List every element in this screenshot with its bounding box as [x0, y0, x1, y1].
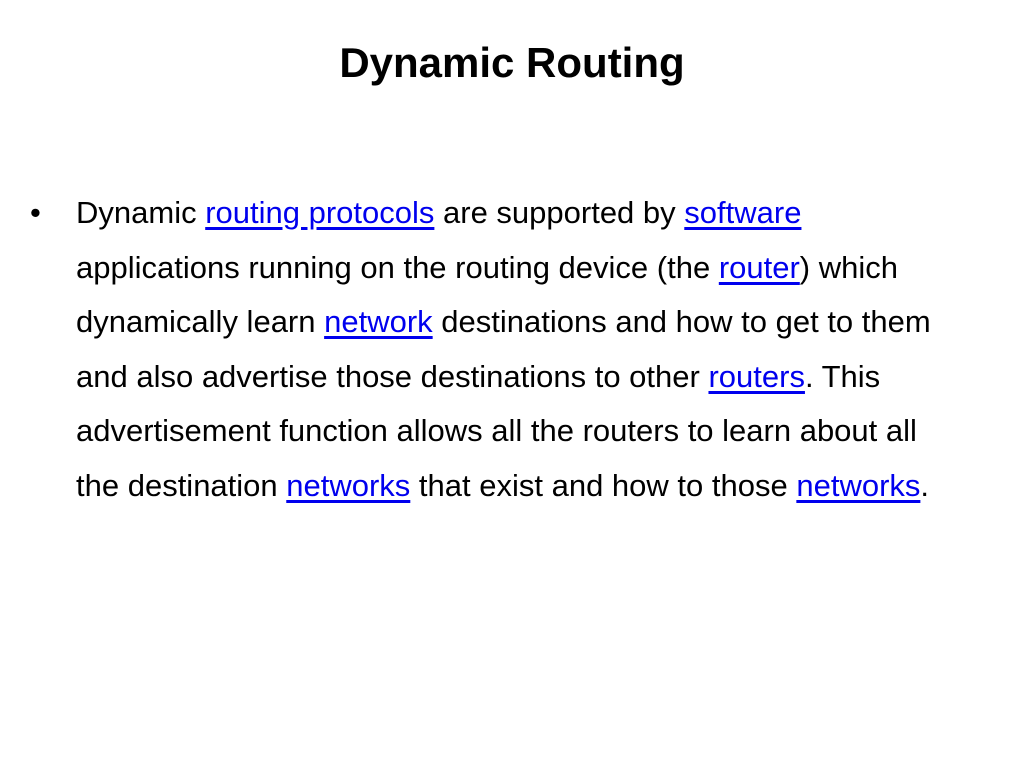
link-routers[interactable]: routers	[708, 358, 805, 394]
bullet-text-5: destinations and how to get to them and …	[76, 304, 931, 394]
link-networks-1[interactable]: networks	[286, 467, 411, 503]
bullet-text-4: ) which dynamically learn	[76, 249, 898, 340]
slide-title: Dynamic Routing	[339, 39, 685, 86]
bullet-text-2: are supported by	[434, 195, 685, 230]
bullet-icon: •	[30, 195, 41, 230]
bullet-text-6: . This advertisement function allows all…	[76, 358, 917, 503]
link-software[interactable]: software	[684, 195, 802, 230]
bullet-text-7: that exist and how to those	[410, 467, 797, 503]
slide-body: • Dynamic routing protocols are supported…	[30, 186, 950, 513]
bullet-text-1: Dynamic	[76, 195, 206, 230]
bullet-item: • Dynamic routing protocols are supported…	[30, 186, 950, 513]
link-networks-2[interactable]: networks	[796, 467, 921, 503]
link-router[interactable]: router	[718, 249, 800, 285]
bullet-text-8: .	[920, 467, 930, 503]
link-network[interactable]: network	[324, 304, 433, 339]
link-routing-protocols[interactable]: routing protocols	[205, 195, 435, 230]
bullet-text-3: applications running on the routing devi…	[76, 249, 719, 285]
